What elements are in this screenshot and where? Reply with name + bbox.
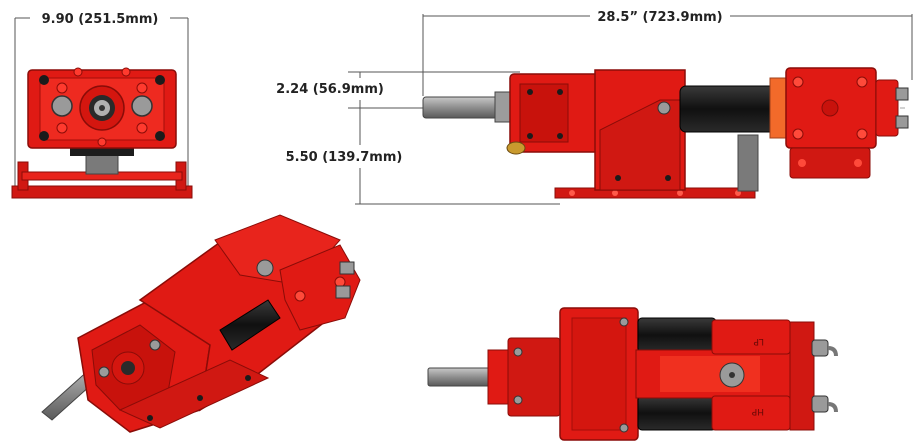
port-marking-lower: HP bbox=[751, 406, 764, 416]
side-shaft bbox=[422, 96, 504, 119]
top-view: LP HP bbox=[427, 307, 838, 441]
front-view: 9.90 (251.5mm) bbox=[11, 12, 193, 199]
width-dimension: 9.90 (251.5mm) bbox=[14, 12, 189, 190]
top-cylinder-lower bbox=[637, 395, 717, 431]
iso-cylinder bbox=[219, 299, 281, 351]
width-dimension-label: 9.90 (251.5mm) bbox=[42, 12, 159, 27]
base-height-label: 5.50 (139.7mm) bbox=[286, 150, 403, 165]
top-cylinder-upper bbox=[637, 317, 717, 353]
top-shaft bbox=[427, 367, 491, 387]
side-view: 28.5” (723.9mm) 2.24 (56.9mm) 5.50 (139.… bbox=[276, 10, 913, 205]
length-dimension-label: 28.5” (723.9mm) bbox=[597, 10, 722, 25]
isometric-view bbox=[41, 214, 361, 433]
front-base-frame bbox=[11, 185, 193, 199]
side-cylinder bbox=[679, 85, 777, 133]
port-marking-upper: LP bbox=[753, 336, 764, 346]
centerline-height-label: 2.24 (56.9mm) bbox=[276, 82, 384, 97]
length-dimension: 28.5” (723.9mm) bbox=[422, 10, 913, 96]
